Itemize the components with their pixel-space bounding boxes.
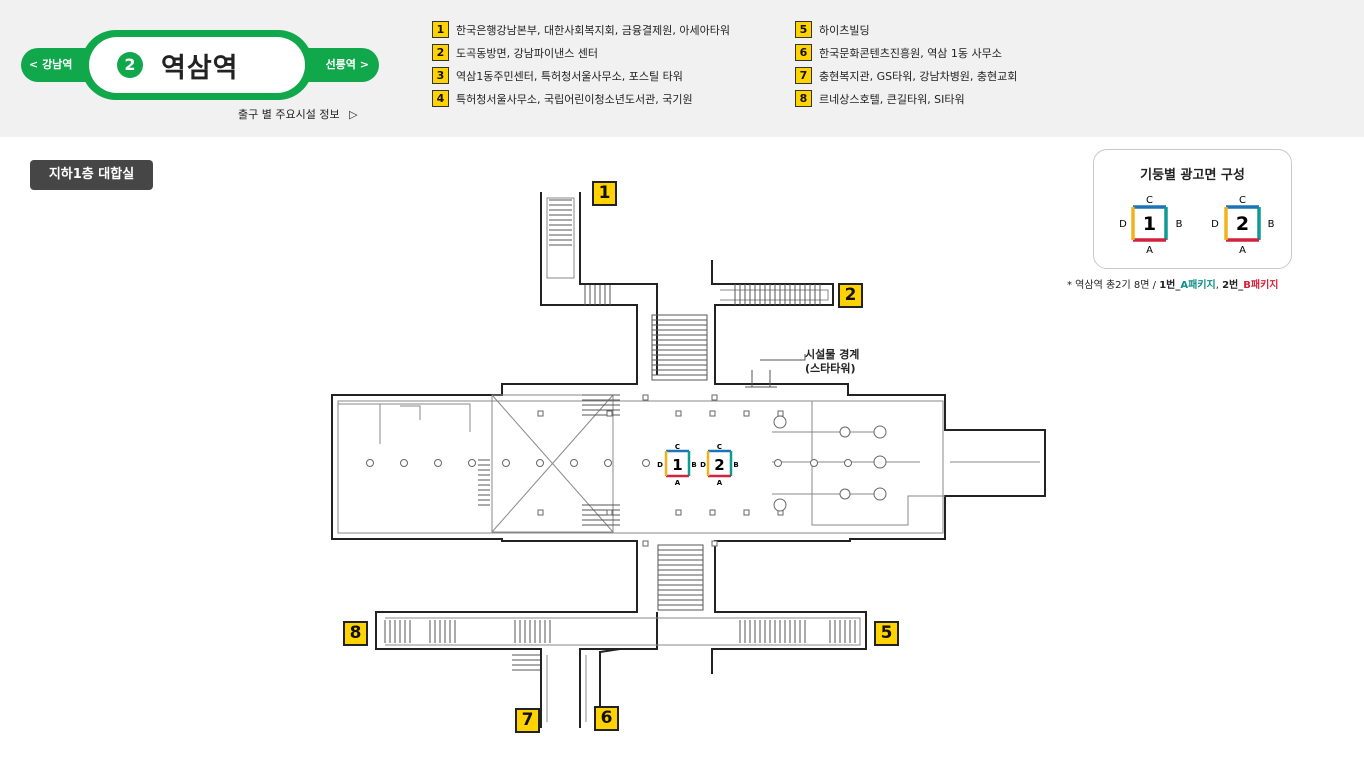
- stairs-escalators: [384, 199, 856, 671]
- map-side-label: B: [733, 461, 738, 469]
- exit-list-item: 5 하이츠빌딩: [795, 18, 1017, 41]
- exit-list-item: 2 도곡동방면, 강남파이낸스 센터: [432, 41, 730, 64]
- columns: [366, 394, 887, 547]
- legend-side-label: A: [1146, 245, 1153, 256]
- next-station-label: 선릉역: [325, 58, 356, 71]
- pillar-legend: 기둥별 광고면 구성 1 C B A D 2 C B A D: [1093, 149, 1292, 269]
- legend-side-label: B: [1176, 219, 1183, 230]
- ad-package-note: * 역삼역 총2기 8면 / 1번_A패키지, 2번_B패키지: [1067, 280, 1279, 291]
- station-pill: 2 역삼역: [81, 30, 313, 100]
- exit-facilities: 역삼1동주민센터, 특허청서울사무소, 포스틸 타워: [456, 69, 683, 83]
- legend-side-label: C: [1146, 195, 1153, 206]
- legend-title: 기둥별 광고면 구성: [1140, 168, 1245, 183]
- map-side-label: A: [675, 479, 681, 487]
- station-name: 역삼역: [161, 53, 239, 84]
- legend-pillar-2: 2 C B A D: [1211, 195, 1274, 256]
- map-side-label: D: [700, 461, 706, 469]
- exit-info-link[interactable]: 출구 별 주요시설 정보 ▷: [238, 106, 358, 122]
- play-arrow-icon: ▷: [349, 108, 358, 121]
- exit-number-badge: 2: [432, 44, 449, 61]
- station-sign: < 강남역 선릉역 > 2 역삼역: [21, 30, 379, 100]
- exit-marker-2[interactable]: 2: [838, 283, 863, 308]
- map-side-label: B: [691, 461, 696, 469]
- exit-list-item: 1 한국은행강남본부, 대한사회복지회, 금융결제원, 아세아타워: [432, 18, 730, 41]
- legend-side-label: D: [1211, 219, 1219, 230]
- ad-pillar-2: 2 C B A D: [700, 443, 739, 487]
- exit-facilities: 한국문화콘텐츠진흥원, 역삼 1동 사무소: [819, 46, 1002, 60]
- legend-side-label: A: [1239, 245, 1246, 256]
- exit-marker-6[interactable]: 6: [594, 706, 619, 731]
- outer-walls: [331, 192, 1046, 728]
- exit-number-badge: 6: [795, 44, 812, 61]
- concourse-floor-plan: 1 C B A D 2 C B A D: [331, 192, 1046, 728]
- exit-list-left: 1 한국은행강남본부, 대한사회복지회, 금융결제원, 아세아타워 2 도곡동방면,…: [432, 18, 730, 110]
- legend-pillar-number: 1: [1143, 213, 1156, 235]
- legend-side-label: D: [1119, 219, 1127, 230]
- exit-list-item: 3 역삼1동주민센터, 특허청서울사무소, 포스틸 타워: [432, 64, 730, 87]
- exit-facilities: 한국은행강남본부, 대한사회복지회, 금융결제원, 아세아타워: [456, 23, 730, 37]
- line-number-badge: 2: [117, 52, 143, 78]
- exit-number-badge: 4: [432, 90, 449, 107]
- floor-label: 지하1층 대합실: [30, 160, 153, 190]
- exit-list-item: 4 특허청서울사무소, 국립어린이청소년도서관, 국기원: [432, 87, 730, 110]
- exit-info-label: 출구 별 주요시설 정보: [238, 108, 340, 121]
- ad-pillar-1: 1 C B A D: [657, 443, 697, 487]
- map-side-label: C: [675, 443, 680, 451]
- exit-marker-5[interactable]: 5: [874, 621, 899, 646]
- map-side-label: D: [657, 461, 663, 469]
- map-pillar-number: 2: [714, 456, 724, 474]
- exit-number-badge: 7: [795, 67, 812, 84]
- exit-marker-1[interactable]: 1: [592, 181, 617, 206]
- exit-list-item: 7 충현복지관, GS타워, 강남차병원, 충현교회: [795, 64, 1017, 87]
- legend-pillars: 1 C B A D 2 C B A D: [1119, 195, 1274, 256]
- exit-marker-7[interactable]: 7: [515, 708, 540, 733]
- legend-pillar-number: 2: [1236, 213, 1249, 235]
- exit-facilities: 특허청서울사무소, 국립어린이청소년도서관, 국기원: [456, 92, 693, 106]
- exit-facilities: 도곡동방면, 강남파이낸스 센터: [456, 46, 599, 60]
- legend-side-label: C: [1239, 195, 1246, 206]
- exit-number-badge: 1: [432, 21, 449, 38]
- exit-facilities: 충현복지관, GS타워, 강남차병원, 충현교회: [819, 69, 1018, 83]
- legend-pillar-1: 1 C B A D: [1119, 195, 1182, 256]
- facility-boundary-label: 시설물 경계 (스타타워): [805, 348, 860, 375]
- exit-marker-8[interactable]: 8: [343, 621, 368, 646]
- exit-list-right: 5 하이츠빌딩 6 한국문화콘텐츠진흥원, 역삼 1동 사무소 7 충현복지관, GS…: [795, 18, 1017, 110]
- exit-list-item: 8 르네상스호텔, 큰길타워, SI타워: [795, 87, 1017, 110]
- exit-number-badge: 3: [432, 67, 449, 84]
- header-panel: < 강남역 선릉역 > 2 역삼역 출구 별 주요시설 정보 ▷ 1 한국은행강남…: [0, 0, 1364, 137]
- map-side-label: C: [717, 443, 722, 451]
- map-side-label: A: [717, 479, 723, 487]
- prev-arrow-icon: <: [29, 58, 39, 71]
- legend-side-label: B: [1268, 219, 1275, 230]
- exit-number-badge: 5: [795, 21, 812, 38]
- exit-facilities: 하이츠빌딩: [819, 23, 870, 37]
- next-arrow-icon: >: [359, 58, 369, 71]
- exit-list-item: 6 한국문화콘텐츠진흥원, 역삼 1동 사무소: [795, 41, 1017, 64]
- exit-facilities: 르네상스호텔, 큰길타워, SI타워: [819, 92, 965, 106]
- exit-number-badge: 8: [795, 90, 812, 107]
- inner-walls: [337, 197, 1040, 722]
- map-pillar-number: 1: [672, 456, 682, 474]
- prev-station-label: 강남역: [42, 58, 73, 71]
